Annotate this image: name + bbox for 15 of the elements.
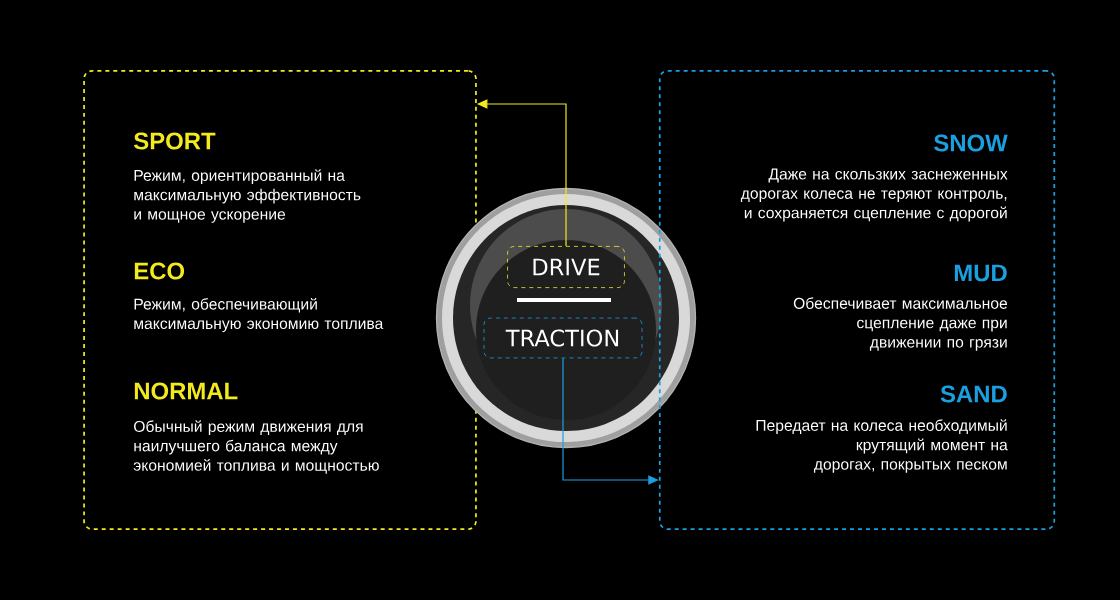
- mode-description: Режим, ориентированный на максимальную эффективность и мощное ускорение: [134, 169, 361, 223]
- mode-heading: SAND: [940, 385, 1007, 403]
- mode-description: Передает на колеса необходимый крутящий момент на дорогах, покрытых песком: [756, 419, 1008, 473]
- mode-heading: SNOW: [934, 134, 1008, 152]
- knob-drawing: [435, 187, 697, 449]
- mode-heading: ECO: [134, 262, 185, 280]
- mode-description: Режим, обеспечивающий максимальную экономию топлива: [134, 297, 384, 333]
- mode-description: Обычный режим движения для наилучшего баланса между экономией топлива и мощностью: [133, 420, 379, 474]
- mode-description: Даже на скользких заснеженных дорогах колеса не теряют контроль, и сохраняется сцепление с дорогой: [740, 168, 1008, 222]
- mode-description: Обеспечивает максимальное сцепление даже при движении по грязи: [793, 297, 1008, 351]
- mode-label: TRACTION: [483, 317, 643, 359]
- mode-label: DRIVE: [507, 246, 625, 288]
- mode-heading: MUD: [954, 264, 1007, 282]
- mode-heading: NORMAL: [134, 382, 238, 400]
- mode-heading: SPORT: [133, 132, 216, 150]
